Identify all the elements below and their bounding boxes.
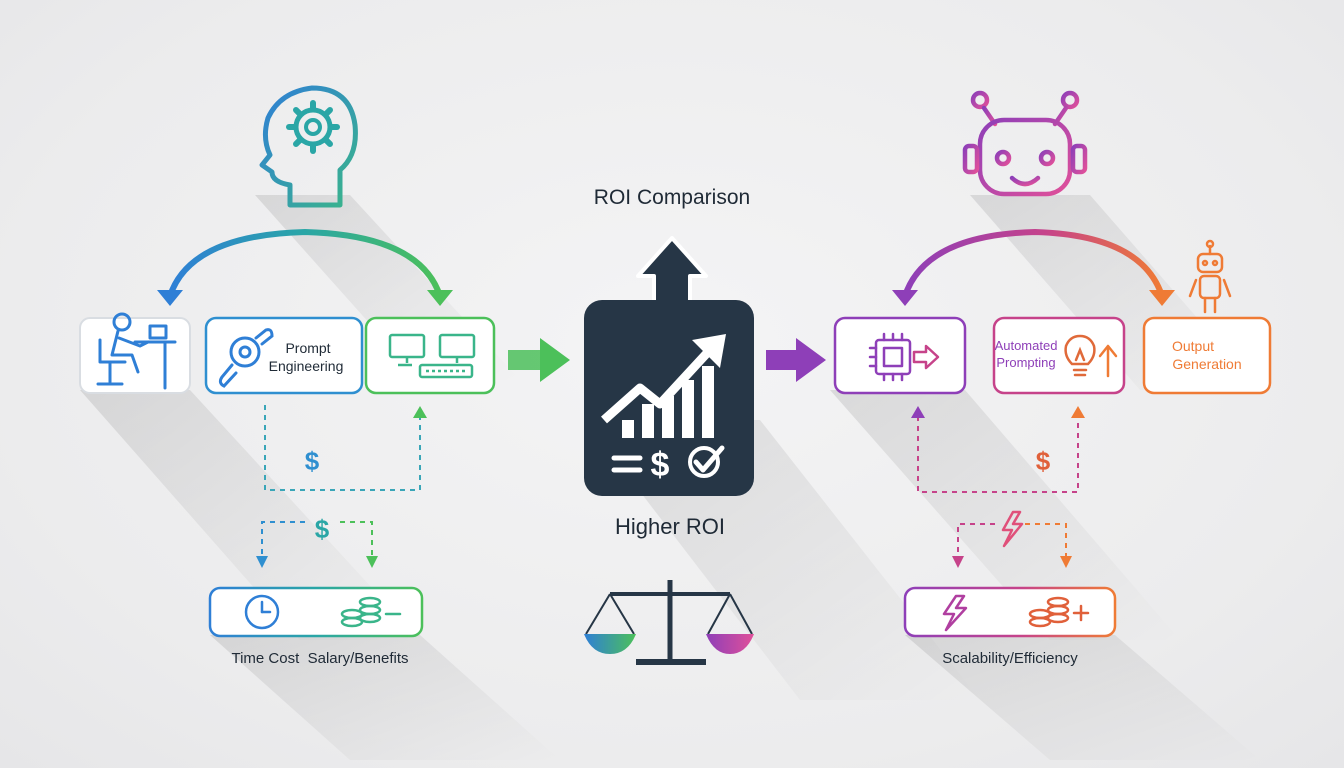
diagram-title: ROI Comparison [593,186,751,209]
prompt-engineering-line2: Engineering [269,358,344,374]
svg-text:$: $ [651,446,670,484]
lightbulb-icon [1064,334,1096,377]
small-robot-icon [1188,239,1232,314]
right-cost-loop [911,406,1085,493]
prompt-engineering-box: Prompt Engineering [204,316,364,395]
coin-stacks-plus-icon [1028,596,1090,628]
clock-icon [244,594,280,630]
left-split-loop [256,521,378,568]
left-dollar-sign: $ [305,446,320,476]
human-head-gear-icon [259,85,358,208]
salary-benefits-label: Salary/Benefits [307,650,409,667]
diagonal-shadows [80,195,1260,760]
automated-prompting-line2: Prompting [996,355,1055,370]
up-arrow-small-icon [1098,344,1118,378]
computer-monitors-icon [388,333,476,379]
coin-stacks-minus-icon [340,596,402,628]
person-at-desk-box [79,312,191,394]
time-cost-label: Time Cost [231,650,300,667]
lightning-icon [1001,510,1024,548]
lightning-bolt-icon [942,594,968,632]
right-cycle-arrow [892,228,1175,306]
left-cost-loop [264,405,427,491]
ai-chip-box [833,316,967,395]
scalability-box [903,586,1117,638]
higher-roi-label: Higher ROI [614,514,726,539]
right-split-loop [952,523,1072,568]
wrench-gear-icon [218,328,274,388]
robot-head-icon [962,90,1088,197]
scalability-efficiency-label: Scalability/Efficiency [942,650,1078,667]
computer-monitors-box [364,316,496,395]
time-salary-box [208,586,424,638]
left-caption: Time Cost Salary/Benefits [231,650,408,667]
automated-prompting-line1: Automated [995,338,1058,353]
output-generation-line2: Generation [1172,356,1241,372]
growth-chart-dollar-check-icon: $ [584,300,754,496]
person-at-desk-icon [96,312,177,390]
left-cycle-arrow [157,228,453,306]
output-generation-line1: Output [1172,338,1214,354]
automated-prompting-box: Automated Prompting [992,316,1126,395]
left-to-center-arrow [508,338,570,382]
left-dollar-sign-2: $ [315,514,330,544]
right-dollar-sign: $ [1036,446,1051,476]
center-to-right-arrow [766,338,826,382]
balance-scale-icon [584,580,754,665]
output-generation-box: Output Generation [1142,316,1272,395]
ai-chip-icon [868,332,940,382]
prompt-engineering-line1: Prompt [285,340,330,356]
